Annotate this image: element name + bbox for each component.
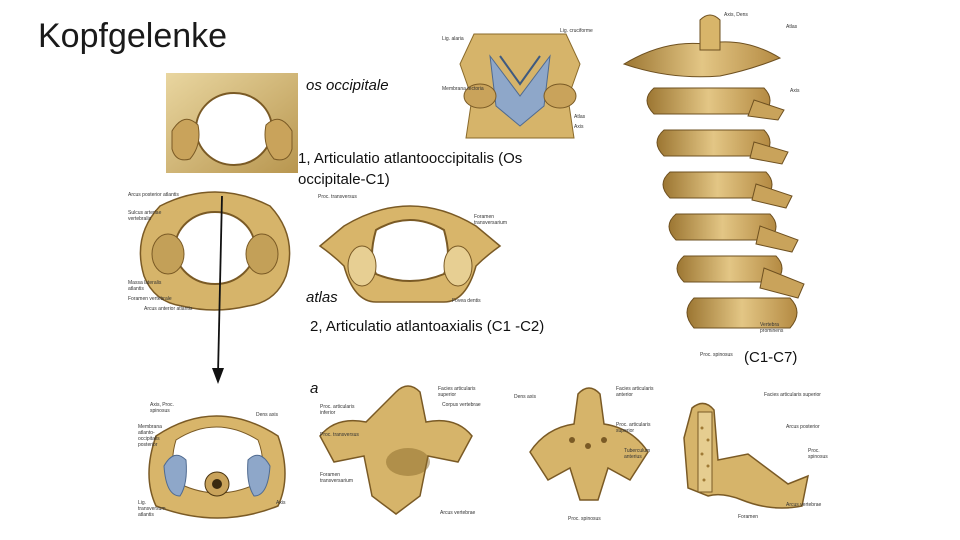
axis-side-illustration [683, 402, 810, 509]
annotation-arcus-anterior: Arcus anterior atlantis [144, 306, 193, 312]
axis-figure-back: Dens axis Facies articularis anterior Pr… [512, 384, 666, 524]
cervical-spine-illustration [622, 14, 805, 329]
annotation-arcus-posterior: Arcus posterior atlantis [128, 192, 179, 198]
annotation-vertebra-prominens: Vertebra prominens [760, 322, 784, 334]
down-arrow-icon [212, 196, 224, 384]
ligament-illustration [459, 33, 581, 139]
annotation-dens-axis: Dens axis [256, 412, 278, 418]
annotation-lig-alaria: Lig. alaria [442, 36, 464, 42]
label-os-occipitale: os occipitale [306, 77, 389, 94]
occipital-illustration [166, 73, 298, 173]
label-atlas: atlas [306, 289, 338, 306]
annotation-membrana-tectoria: Membrana tectoria [442, 86, 484, 92]
annotation-proc-spinosus-back: Proc. spinosus [568, 516, 601, 522]
label-articulatio-atlantooccipitalis: 1, Articulatio atlantooccipitalis (Os oc… [298, 150, 523, 188]
annotation-sulcus: Sulcus arteriae vertebralis [128, 210, 162, 222]
annotation-proc-transversus: Proc. transversus [318, 194, 357, 200]
atlas-figure-left: Arcus posterior atlantis Sulcus arteriae… [126, 186, 304, 314]
slide-title: Kopfgelenke [38, 17, 228, 55]
annotation-atlas-spine: Atlas [786, 24, 798, 30]
annotation-arcus-vertebrae: Arcus vertebrae [440, 510, 476, 516]
axis-figure-side: Facies articularis superior Arcus poster… [668, 388, 834, 524]
axis-figure-front: Facies articularis superior Proc. articu… [318, 382, 498, 524]
atlas-figure-right: Proc. transversus Foramen transversarium… [310, 190, 510, 310]
annotation-foramen-transversarium: Foramen transversarium [474, 214, 508, 226]
annotation-proc-art-sup: Proc. articularis superior [616, 422, 651, 434]
axis-back-illustration [529, 387, 649, 501]
cervical-spine-figure: Axis, Dens Atlas Axis Vertebra prominens… [604, 6, 810, 364]
occipital-figure [166, 73, 298, 173]
annotation-lig-cruciforme: Lig. cruciforme [560, 28, 593, 34]
annotation-massa-lateralis: Massa lateralis atlantis [128, 280, 162, 292]
annotation-foramen-side: Foramen [738, 514, 759, 520]
annotation-axis-spine: Axis [790, 88, 800, 94]
atlas-left-illustration [139, 191, 291, 311]
annotation-proc-spinosus-side: Proc. spinosus [808, 448, 828, 460]
axis-front-illustration [319, 385, 473, 515]
annotation-proc-transversus-axis: Proc. transversus [320, 432, 359, 438]
annotation-facies-art-sup: Facies articularis superior [438, 386, 476, 398]
annotation-corpus-vertebrae: Corpus vertebrae [442, 402, 481, 408]
annotation-tuberculum-ant: Tuberculum anterius [624, 448, 651, 460]
annotation-atlas: Atlas [574, 114, 586, 120]
atlas-right-illustration [318, 205, 502, 303]
label-c1-c7: (C1-C7) [744, 349, 798, 366]
annotation-membrana-atlanto: Membrana atlanto-occipitalis posterior [138, 424, 162, 448]
annotation-arcus-vertebrae-side: Arcus vertebrae [786, 502, 822, 508]
annotation-axis-proc-spinosus: Axis, Proc. spinosus [150, 402, 174, 414]
annotation-proc-spinosus-spine: Proc. spinosus [700, 352, 733, 358]
annotation-arcus-posterior-side: Arcus posterior [786, 424, 820, 430]
annotation-axis-joint: Axis [276, 500, 286, 506]
annotation-lig-transversum: Lig. transversum atlantis [138, 500, 166, 518]
annotation-proc-art-inf: Proc. articularis inferior [320, 404, 355, 416]
annotation-dens-axis-back: Dens axis [514, 394, 536, 400]
annotation-foramen-transv-axis: Foramen transversarium [320, 472, 354, 484]
label-articulatio-atlantoaxialis: 2, Articulatio atlantoaxialis (C1 -C2) [310, 318, 545, 335]
annotation-axis-dens: Axis, Dens [724, 12, 748, 18]
ligament-figure: Lig. alaria Lig. cruciforme Membrana tec… [440, 26, 598, 142]
joint-figure: Axis, Proc. spinosus Dens axis Membrana … [136, 396, 298, 524]
annotation-facies-art-ant: Facies articularis anterior [616, 386, 654, 398]
annotation-facies-art-sup-side: Facies articularis superior [764, 392, 821, 398]
annotation-fovea-dentis: Fovea dentis [452, 298, 481, 304]
joint-illustration [148, 415, 286, 519]
annotation-axis: Axis [574, 124, 584, 130]
annotation-foramen-vertebrale: Foramen vertebrale [128, 296, 172, 302]
